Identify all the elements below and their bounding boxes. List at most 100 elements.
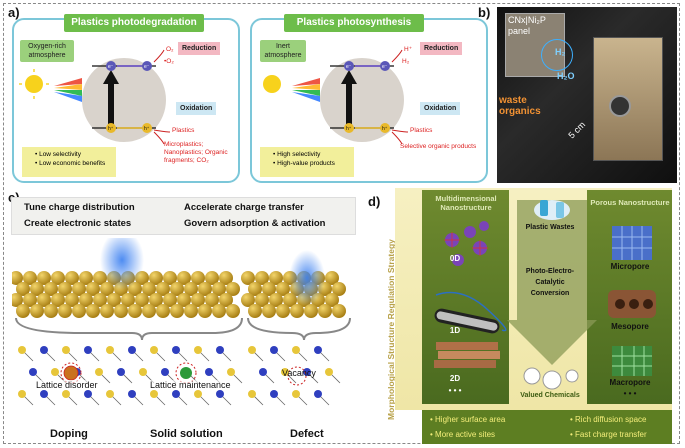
0d-nanoparticles-icon	[444, 221, 489, 266]
lattice-disorder-label: Lattice disorder	[36, 380, 98, 390]
charge-cloud	[289, 250, 325, 306]
gold-atom	[30, 304, 44, 318]
oxidation-tag: Oxidation	[420, 102, 461, 115]
gold-atom	[58, 282, 72, 296]
lattice-atom	[194, 346, 202, 354]
gold-atom	[72, 282, 86, 296]
dim-0d: 0D	[449, 254, 461, 263]
gold-atom	[44, 304, 58, 318]
lattice-atom	[150, 346, 158, 354]
oxidation-tag: Oxidation	[176, 102, 217, 115]
photosynthesis-card: Plastics photosynthesis Inert atmosphere…	[250, 14, 488, 183]
plastic-wastes-icon	[534, 200, 570, 220]
conversion-arrow	[507, 200, 597, 365]
charge-cloud	[100, 238, 144, 290]
gold-atom	[325, 271, 339, 285]
macropore-icon	[612, 346, 652, 376]
lattice-atom	[40, 390, 48, 398]
vacancy-label: Vacancy	[282, 368, 316, 378]
lattice-atom	[40, 346, 48, 354]
photocatalyst-sphere	[82, 58, 166, 142]
gold-atom	[318, 304, 332, 318]
lattice-atom	[161, 368, 169, 376]
gold-atom	[177, 271, 191, 285]
benefits-box: • Higher surface area • Rich diffusion s…	[422, 410, 672, 444]
lattice-atom	[292, 346, 300, 354]
lattice-atom	[117, 368, 125, 376]
gold-atom	[262, 304, 276, 318]
gold-atom	[12, 271, 23, 285]
benefit-item: • Rich diffusion space	[570, 415, 647, 424]
doping-label: Doping	[50, 428, 88, 440]
conversion-label: Photo-Electro-Catalytic Conversion	[525, 268, 575, 297]
lattice-atom	[205, 368, 213, 376]
h2-label: H₂	[555, 47, 566, 57]
gold-atom	[269, 271, 283, 285]
degradation-products: Microplastics; Nanoplastics; Organic fra…	[164, 141, 228, 164]
lattice-atom	[29, 368, 37, 376]
gold-atom	[226, 304, 240, 318]
synthesis-products: Selective organic products	[400, 143, 477, 150]
gold-atom	[198, 304, 212, 318]
gold-atom	[16, 304, 30, 318]
lattice-atom	[18, 346, 26, 354]
photodegradation-card: Plastics photodegradation Oxygen-rich at…	[12, 14, 240, 183]
gold-atom	[255, 293, 269, 307]
lattice-atom	[139, 368, 147, 376]
photosynthesis-header: Plastics photosynthesis	[284, 14, 424, 32]
svg-text:h⁺: h⁺	[108, 126, 114, 132]
lattice-atom	[227, 368, 235, 376]
gold-atom	[58, 304, 72, 318]
lattice-atom	[84, 390, 92, 398]
substituted-atom	[180, 367, 192, 379]
gold-atom	[156, 282, 170, 296]
atomic-structure-diagram	[12, 238, 351, 406]
gold-atom	[332, 304, 346, 318]
svg-text:h⁺: h⁺	[144, 126, 150, 132]
gold-atom	[51, 271, 65, 285]
gold-atom	[142, 282, 156, 296]
gold-atom	[170, 282, 184, 296]
bullet: • Low economic benefits	[35, 160, 106, 167]
point-item: Create electronic states	[24, 218, 132, 229]
lattice-atom	[128, 346, 136, 354]
gold-atom	[184, 304, 198, 318]
lattice-atom	[62, 346, 70, 354]
gold-atom	[177, 293, 191, 307]
bullet: • High selectivity	[273, 151, 321, 158]
mesopore-label: Mesopore	[611, 322, 649, 331]
gold-atom	[325, 293, 339, 307]
gold-atom	[205, 293, 219, 307]
lattice-atom	[281, 368, 289, 376]
lattice-atom	[216, 346, 224, 354]
panel-label-a: a)	[8, 5, 20, 20]
2d-nanosheet-icon	[434, 342, 500, 368]
reactor-port	[609, 95, 631, 117]
valued-chemicals-icon	[523, 367, 579, 390]
lattice-atom	[259, 368, 267, 376]
plastics-label: Plastics	[410, 127, 433, 134]
gold-atom	[23, 293, 37, 307]
lattice-atom	[95, 368, 103, 376]
lattice-atom	[314, 346, 322, 354]
dim-2d: 2D	[449, 374, 461, 383]
multidimensional-title: Multidimensional Nanostructure	[435, 194, 497, 212]
waste-label: waste organics	[499, 95, 541, 117]
h2o-label: H₂O	[557, 71, 575, 81]
gold-atom	[37, 293, 51, 307]
gold-atom	[149, 293, 163, 307]
reduction-tag: Reduction	[178, 42, 221, 55]
excitation-arrow	[346, 82, 352, 126]
superoxide-label: •O₂	[164, 58, 174, 65]
nanostructure-diagram	[434, 200, 656, 390]
lattice-atom	[216, 390, 224, 398]
gold-atom	[65, 293, 79, 307]
dots-right: • • •	[623, 389, 637, 398]
gold-atom	[149, 271, 163, 285]
gold-atom	[23, 271, 37, 285]
hplus-label: H⁺	[404, 46, 413, 53]
gold-atom	[248, 282, 262, 296]
gold-atom	[163, 293, 177, 307]
gold-atom	[184, 282, 198, 296]
point-item: Accelerate charge transfer	[184, 202, 304, 213]
